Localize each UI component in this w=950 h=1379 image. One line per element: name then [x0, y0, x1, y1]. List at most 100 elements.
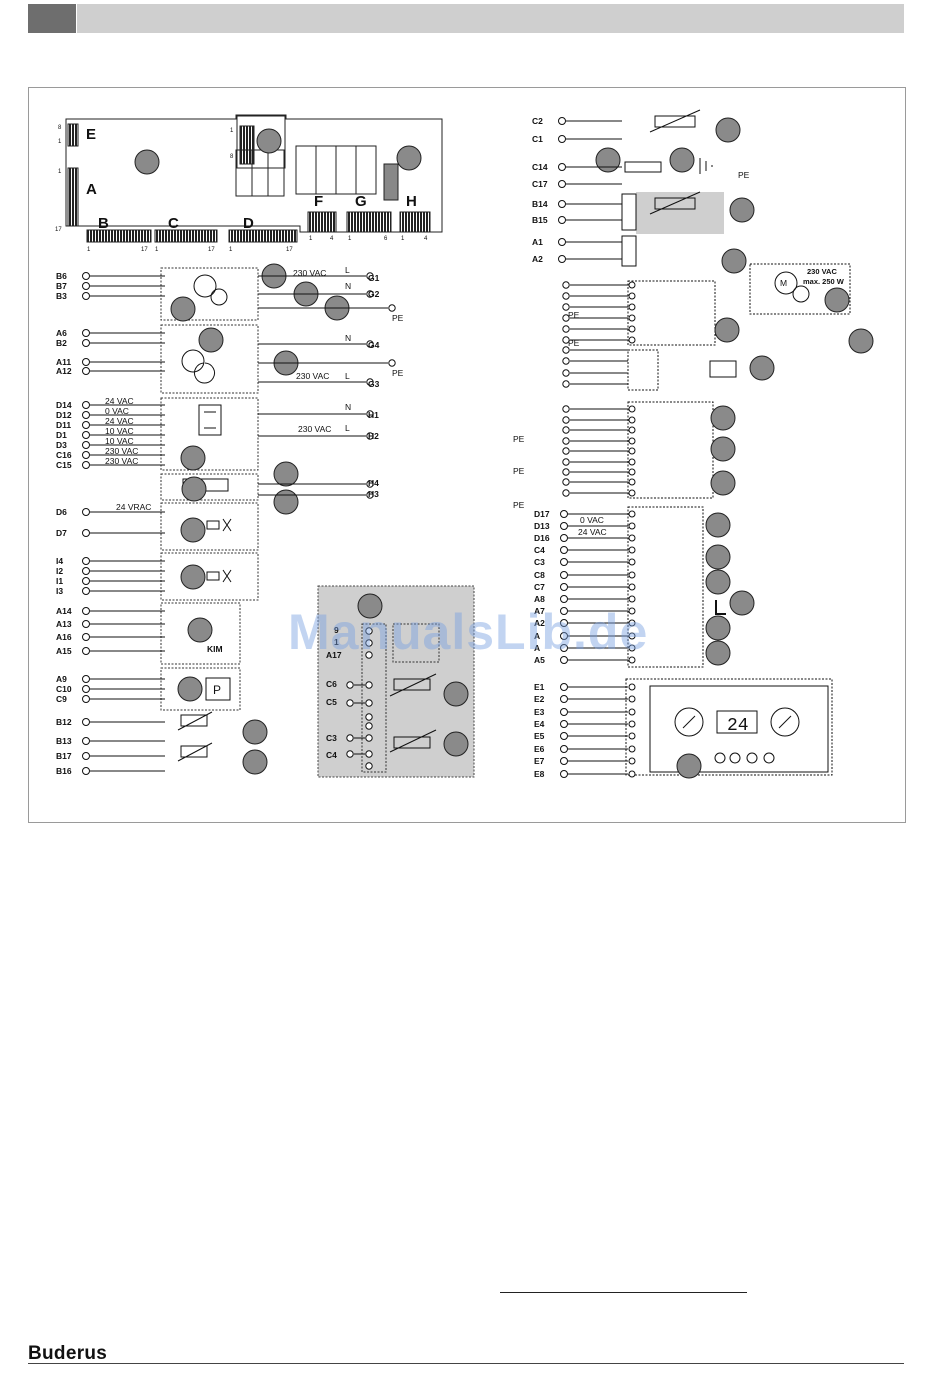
terminal-circle [366, 272, 374, 280]
terminal-circle [628, 632, 636, 640]
terminal-circle [82, 737, 90, 745]
svg-text:A17: A17 [326, 650, 342, 660]
terminal-circle [560, 695, 568, 703]
terminal-label: E5 [534, 731, 545, 741]
terminal-circle [82, 272, 90, 280]
svg-text:0 VAC: 0 VAC [580, 515, 604, 525]
voltage-label: 230 VAC [105, 456, 138, 466]
svg-text:C6: C6 [326, 679, 337, 689]
terminal-circle [562, 281, 570, 289]
callout-bubbles-right [595, 117, 874, 779]
terminal-circle [365, 651, 373, 659]
terminal-label: A7 [534, 606, 545, 616]
terminal-circle [560, 757, 568, 765]
terminal-circle [366, 410, 374, 418]
terminal-circle [82, 329, 90, 337]
terminal-circle [82, 451, 90, 459]
terminal-circle [558, 135, 566, 143]
terminal-circle [628, 745, 636, 753]
terminal-circle [82, 567, 90, 575]
terminal-circle [560, 656, 568, 664]
svg-text:PE: PE [513, 466, 525, 476]
terminal-circle [365, 627, 373, 635]
terminal-circle [82, 401, 90, 409]
terminal-circle [365, 639, 373, 647]
svg-text:PE: PE [392, 313, 404, 323]
svg-text:H: H [406, 193, 417, 210]
terminal-circle [346, 734, 354, 742]
terminal-label: A9 [56, 674, 67, 684]
svg-text:9: 9 [334, 625, 339, 635]
terminal-label: A13 [56, 619, 72, 629]
terminal-label: C3 [534, 557, 545, 567]
svg-text:8: 8 [58, 125, 62, 131]
terminal-circle [82, 461, 90, 469]
terminal-label: A [534, 643, 540, 653]
terminal-circle [562, 489, 570, 497]
terminal-circle [628, 720, 636, 728]
control-board [65, 114, 443, 243]
terminal-label: E3 [534, 707, 545, 717]
terminal-circle [560, 745, 568, 753]
terminal-circle [560, 534, 568, 542]
svg-text:230 VAC: 230 VAC [298, 424, 331, 434]
terminal-label: D7 [56, 528, 67, 538]
terminal-circle [628, 683, 636, 691]
terminal-circle [628, 732, 636, 740]
gray-module-pins [346, 627, 373, 770]
terminal-circle [82, 695, 90, 703]
svg-text:N: N [345, 281, 351, 291]
terminal-circle [82, 367, 90, 375]
terminal-label: C2 [532, 116, 543, 126]
terminal-label: D16 [534, 533, 550, 543]
terminal-circle [365, 762, 373, 770]
terminal-label: E2 [534, 694, 545, 704]
svg-text:N: N [345, 333, 351, 343]
terminal-circle [82, 358, 90, 366]
svg-text:A: A [86, 181, 97, 198]
svg-text:6: 6 [384, 236, 388, 242]
terminal-label: A2 [532, 254, 543, 264]
svg-text:H2: H2 [368, 431, 379, 441]
svg-text:1: 1 [348, 236, 352, 242]
svg-text:PE: PE [513, 500, 525, 510]
terminal-label: B12 [56, 717, 72, 727]
terminal-label: C14 [532, 162, 548, 172]
svg-text:17: 17 [208, 247, 215, 253]
svg-text:C: C [168, 215, 179, 232]
terminal-label: C9 [56, 694, 67, 704]
voltage-label: 10 VAC [105, 426, 134, 436]
svg-text:17: 17 [141, 247, 148, 253]
terminal-circle [558, 117, 566, 125]
terminal-circle [562, 357, 570, 365]
terminal-circle [82, 508, 90, 516]
terminal-label: D14 [56, 400, 72, 410]
terminal-label: A1 [532, 237, 543, 247]
terminal-circle [82, 633, 90, 641]
terminal-circle [82, 620, 90, 628]
terminal-label: A15 [56, 646, 72, 656]
terminal-circle [562, 380, 570, 388]
terminal-label: B6 [56, 271, 67, 281]
terminal-circle [628, 558, 636, 566]
terminal-circle [628, 770, 636, 778]
terminal-circle [558, 180, 566, 188]
terminal-circle [560, 595, 568, 603]
voltage-label: 10 VAC [105, 436, 134, 446]
terminal-circle [562, 405, 570, 413]
terminal-circle [560, 583, 568, 591]
terminal-circle [346, 681, 354, 689]
terminal-circle [365, 681, 373, 689]
left-terminals: B6B7B3A6B2A11A12D14D12D11D1D3C16C15D6D7I… [56, 271, 396, 776]
terminal-label: D11 [56, 420, 71, 430]
terminal-circle [388, 304, 396, 312]
terminal-label: E6 [534, 744, 545, 754]
terminal-circle [562, 458, 570, 466]
watermark: ManualsLib.de [288, 604, 649, 660]
terminal-label: A12 [56, 366, 72, 376]
left-output-labels: G1 G2 G4 G3 H1 H2 H4 H3 230 VAC 230 VAC … [116, 265, 404, 697]
svg-text:P: P [213, 683, 221, 697]
terminal-circle [82, 339, 90, 347]
terminal-label: C4 [534, 545, 545, 555]
terminal-label: D1 [56, 430, 67, 440]
